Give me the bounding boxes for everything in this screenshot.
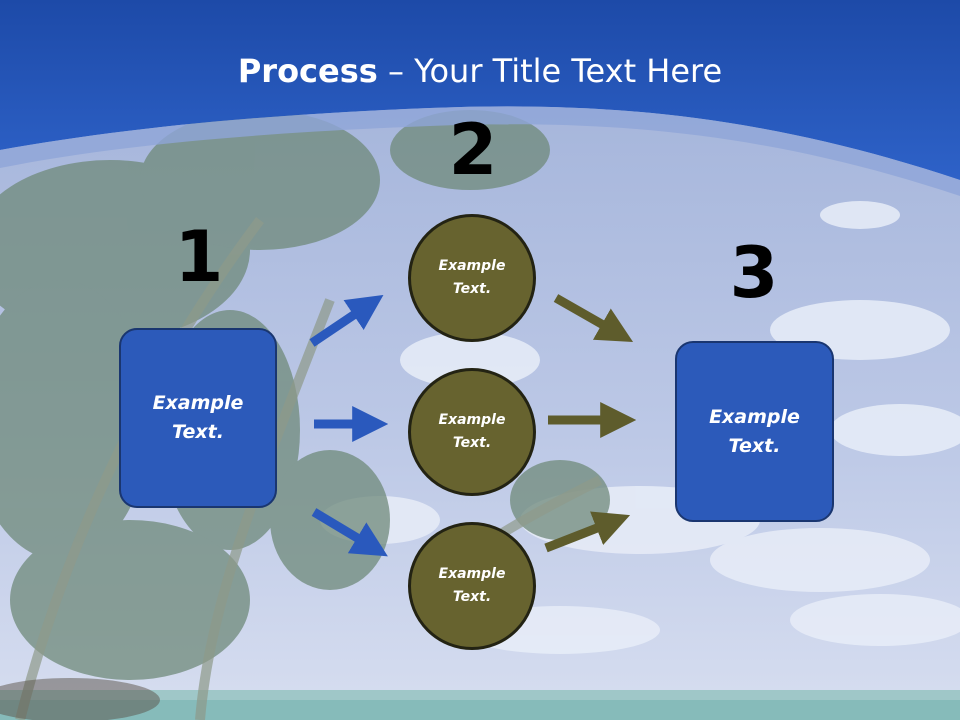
start-box-line1: Example — [152, 392, 244, 414]
title-bold-part: Process — [237, 52, 378, 90]
circle-top-line2: Text. — [452, 281, 492, 297]
slide-title: Process – Your Title Text Here — [0, 52, 960, 90]
process-circle-bottom: Example Text. — [408, 522, 536, 650]
end-box-line1: Example — [709, 405, 800, 428]
step-number-3: 3 — [729, 232, 779, 314]
circle-top-line1: Example — [438, 258, 506, 274]
arrow-right-up-icon — [309, 294, 384, 347]
arrow-right-up-icon — [544, 511, 631, 553]
end-box-line2: Text. — [728, 434, 781, 457]
circle-bottom-line2: Text. — [452, 589, 492, 605]
circle-bottom-line1: Example — [438, 566, 506, 582]
circle-middle-line1: Example — [438, 412, 506, 428]
arrow-right-down-icon — [311, 508, 388, 557]
process-circle-top: Example Text. — [408, 214, 536, 342]
step-number-2: 2 — [448, 109, 498, 191]
start-box: Example Text. — [119, 328, 277, 508]
start-box-line2: Text. — [172, 421, 224, 443]
end-box: Example Text. — [675, 341, 834, 522]
title-rest-part: – Your Title Text Here — [377, 52, 723, 90]
arrow-right-down-icon — [553, 294, 634, 343]
step-number-1: 1 — [174, 216, 224, 298]
process-circle-middle: Example Text. — [408, 368, 536, 496]
circle-middle-line2: Text. — [452, 435, 492, 451]
